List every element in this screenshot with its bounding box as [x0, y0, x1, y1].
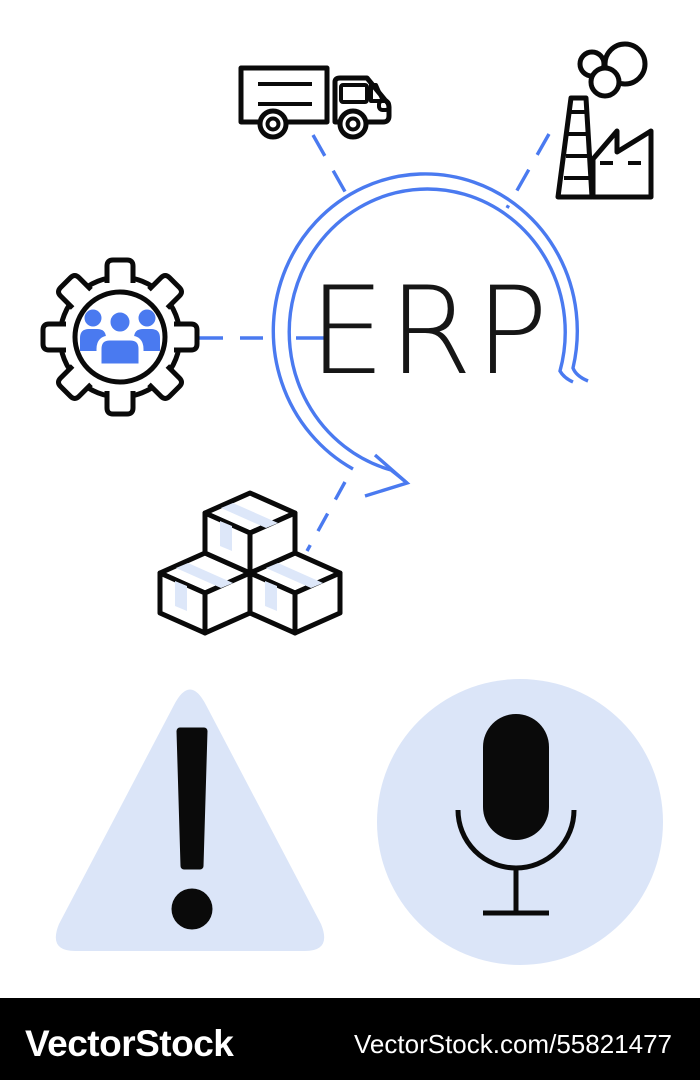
person-left-head [84, 309, 102, 327]
box-top [202, 490, 298, 576]
gear-team-icon [43, 260, 197, 414]
person-right-head [138, 309, 156, 327]
smoke-cloud [588, 65, 622, 99]
cycle-outer-arc [271, 172, 589, 471]
connector-dashes [197, 133, 551, 552]
delivery-truck-icon [238, 65, 392, 140]
team-group [80, 307, 160, 369]
truck-front-wheel [337, 108, 369, 140]
boxes-icon [157, 490, 343, 636]
cycle-arrowhead [364, 453, 411, 498]
truck-connector [311, 134, 354, 205]
truck-window [339, 83, 369, 104]
vectorstock-url: VectorStock.com/55821477 [354, 1028, 672, 1059]
warning-triangle-icon [55, 689, 325, 951]
cycle-inner-arc [287, 187, 574, 485]
person-center-body [96, 335, 144, 369]
mic-capsule [483, 714, 549, 840]
factory-building [590, 128, 654, 200]
watermark-bar: VectorStock VectorStock.com/55821477 [0, 998, 700, 1080]
microphone-icon [377, 679, 663, 965]
person-center-head [105, 307, 135, 337]
exclamation-dot [171, 888, 213, 930]
factory-connector [505, 133, 551, 209]
vectorstock-logo: VectorStock [25, 1023, 234, 1064]
mic-cradle-arc [455, 809, 577, 871]
truck-front-hub [345, 116, 361, 132]
factory-chimney [555, 95, 595, 200]
truck-rear-hub [265, 116, 281, 132]
erp-cycle-arrow [271, 172, 589, 498]
box-tape-strips [175, 503, 323, 611]
boxes-connector [305, 481, 347, 552]
erp-label: ERP [308, 261, 552, 402]
exclamation-mark [171, 727, 213, 930]
truck-headlight [377, 99, 391, 112]
factory-icon [555, 41, 654, 200]
exclamation-bar [176, 727, 208, 870]
truck-rear-wheel [257, 108, 289, 140]
